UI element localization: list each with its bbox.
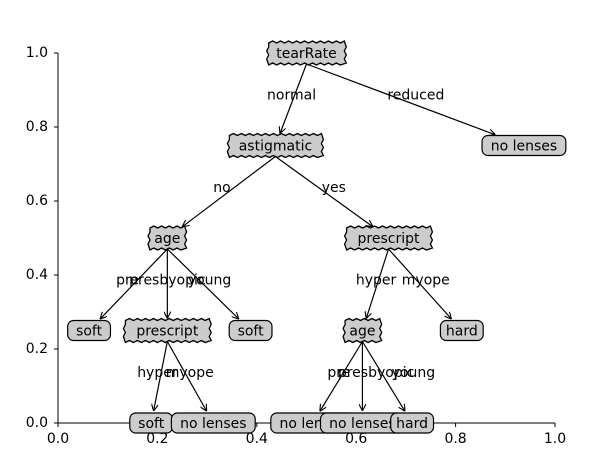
y-tick-label: 0.4 — [26, 267, 48, 283]
leaf-node-label: soft — [138, 416, 165, 432]
leaf-node-box — [170, 412, 256, 434]
edge-label: hyper — [356, 273, 397, 289]
leaf-node-label: soft — [238, 324, 265, 340]
leaf-node-label: hard — [396, 416, 428, 432]
leaf-node-label: soft — [76, 324, 103, 340]
decision-node-box — [343, 225, 434, 251]
edge-label: yes — [322, 180, 346, 196]
leaf-node-box — [67, 319, 112, 342]
axes: 0.0 0.2 0.4 0.6 0.8 1.0 0.0 0.2 0.4 0.6 0.8 1.0 — [26, 45, 566, 447]
y-tick-label: 0.0 — [26, 415, 48, 431]
edges — [100, 63, 496, 412]
edge-arrow — [166, 248, 239, 319]
edge-label: hyper — [137, 365, 178, 381]
edge-arrow — [366, 248, 390, 319]
edge-arrow — [182, 156, 276, 227]
leaf-node-box — [390, 412, 435, 434]
x-tick-label: 0.0 — [47, 431, 69, 447]
edge-label: myope — [166, 365, 214, 381]
edge-label: pre — [327, 365, 350, 381]
edge-label: myope — [402, 273, 450, 289]
edge-arrow — [275, 156, 373, 227]
decision-node-box — [147, 225, 188, 251]
edge-arrow — [361, 341, 405, 412]
y-tick-label: 0.8 — [26, 119, 48, 135]
x-tick-label: 0.6 — [345, 431, 367, 447]
edge-label: normal — [267, 88, 316, 104]
leaf-node-label: no lenses — [491, 139, 557, 155]
y-tick-label: 0.6 — [26, 193, 48, 209]
decision-node-box — [226, 132, 325, 159]
edge-label: reduced — [387, 88, 444, 104]
leaf-node-box — [439, 319, 484, 342]
edge-label: young — [188, 273, 231, 289]
edge-arrow — [320, 341, 363, 412]
edge-arrow — [154, 341, 168, 412]
decision-node-box — [342, 317, 383, 344]
y-tick-label: 1.0 — [26, 45, 48, 61]
decision-node-box — [265, 40, 348, 66]
edge-label: presbyopic — [129, 273, 205, 289]
decision-node-label: age — [154, 231, 180, 247]
decision-node-box — [122, 317, 213, 344]
decision-node-label: astigmatic — [239, 139, 312, 155]
x-tick-label: 0.4 — [246, 431, 268, 447]
x-tick-label: 0.2 — [146, 431, 168, 447]
decision-node-label: tearRate — [276, 46, 337, 62]
leaf-node-label: no lenses — [329, 416, 395, 432]
x-tick-label: 0.8 — [444, 431, 466, 447]
leaf-node-label: hard — [446, 324, 478, 340]
edge-label: no — [213, 180, 230, 196]
edge-label: young — [392, 365, 435, 381]
edge-label: pre — [116, 273, 139, 289]
leaf-node-box — [481, 134, 567, 157]
edge-arrow — [306, 63, 496, 135]
decision-node-label: prescript — [136, 324, 198, 340]
decision-node-label: age — [349, 324, 375, 340]
edge-arrow — [100, 248, 168, 319]
edge-arrow — [280, 63, 308, 134]
leaf-node-box — [228, 319, 273, 342]
decision-node-label: prescript — [358, 231, 420, 247]
x-tick-label: 1.0 — [544, 431, 566, 447]
edge-label: presbyopic — [338, 365, 414, 381]
edge-arrow — [166, 341, 206, 412]
edge-arrow — [388, 248, 452, 319]
nodes: tearRate no lenses astigmatic age soft prescr… — [67, 40, 567, 434]
leaf-node-label: no lenses — [180, 416, 246, 432]
y-tick-label: 0.2 — [26, 341, 48, 357]
